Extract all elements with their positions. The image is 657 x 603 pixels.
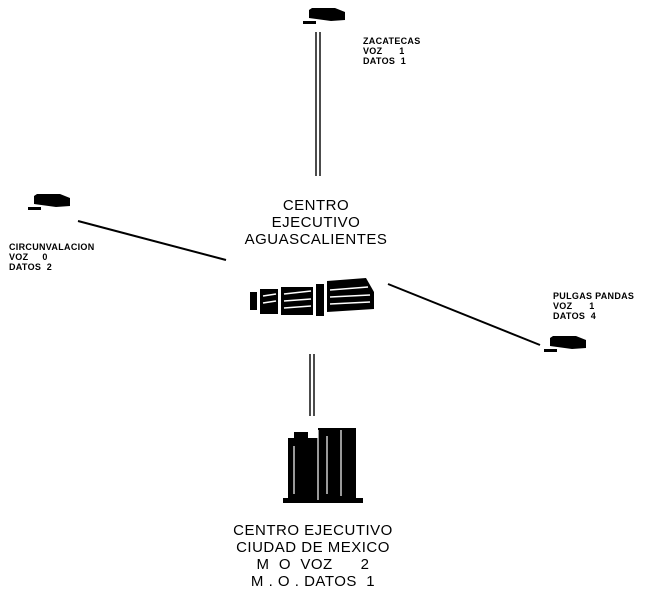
site-name: ZACATECAS [363, 36, 421, 46]
mainframe-label: CENTRO EJECUTIVO CIUDAD DE MEXICO M O VO… [218, 522, 408, 590]
hub-label-line: AGUASCALIENTES [244, 231, 388, 248]
site-label-circunvalacion: CIRCUNVALACION VOZ 0 DATOS 2 [9, 242, 95, 272]
data-count: DATOS 1 [363, 56, 407, 66]
data-count: DATOS 4 [553, 311, 597, 321]
mainframe-label-line: M . O . DATOS 1 [250, 573, 376, 590]
telephone-icon [544, 336, 586, 352]
hub-label-line: CENTRO [282, 197, 350, 214]
link-circunvalacion [77, 220, 227, 261]
site-name: PULGAS PANDAS [553, 291, 635, 301]
link-pulgas-pandas [387, 283, 541, 346]
link-zacatecas [315, 32, 321, 176]
hub-label-line: EJECUTIVO [271, 214, 361, 231]
telephone-icon [28, 194, 70, 210]
voice-count: VOZ 1 [553, 301, 595, 311]
mainframe-label-line: CIUDAD DE MEXICO [236, 539, 390, 556]
hub-label: CENTRO EJECUTIVO AGUASCALIENTES [224, 197, 408, 248]
voice-count: VOZ 0 [9, 252, 48, 262]
link-mainframe [309, 354, 315, 416]
data-count: DATOS 2 [9, 262, 53, 272]
site-name: CIRCUNVALACION [9, 242, 95, 252]
site-label-zacatecas: ZACATECAS VOZ 1 DATOS 1 [363, 36, 421, 66]
mainframe-computer-icon [283, 428, 363, 503]
site-label-pulgas-pandas: PULGAS PANDAS VOZ 1 DATOS 4 [553, 291, 634, 321]
mainframe-label-line: M O VOZ 2 [256, 556, 370, 573]
central-switch-icon [250, 278, 374, 316]
voice-count: VOZ 1 [363, 46, 405, 56]
mainframe-label-line: CENTRO EJECUTIVO [233, 522, 393, 539]
telephone-icon [303, 8, 345, 24]
